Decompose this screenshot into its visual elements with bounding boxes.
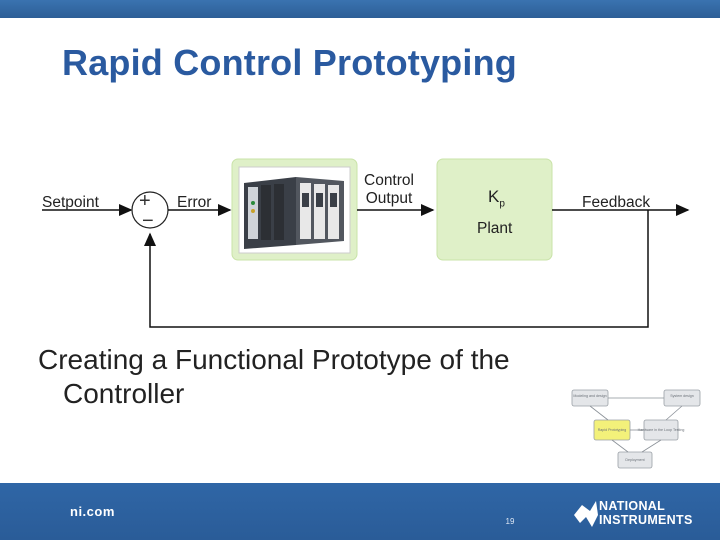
thumb-label-system: System design [670,394,694,398]
thumb-label-deploy: Deployment [625,458,644,462]
body-text: Creating a Functional Prototype of the C… [38,343,510,411]
footer-url[interactable]: ni.com [70,504,115,519]
feedback-path [144,210,649,328]
controller-hardware-image [238,166,351,254]
plant-label: Plant [477,220,513,237]
slide-title: Rapid Control Prototyping [62,42,517,83]
logo-line-2: INSTRUMENTS [599,513,693,527]
control-output-line1: Control [364,172,414,189]
body-line-1: Creating a Functional Prototype of the [38,344,510,375]
error-label: Error [177,194,212,211]
sum-minus-sign: − [142,210,154,232]
plant-gain-symbol: K [488,187,500,206]
thumb-node-modeling [571,389,609,407]
thumb-label-rapid: Rapid Prototyping [598,428,627,432]
footer-bar [0,483,720,540]
thumb-label-modeling: Modeling and design [573,394,606,398]
thumb-node-deploy [617,451,653,469]
ni-logo-text: NATIONAL INSTRUMENTS [599,499,693,527]
plant-gain: Kp [488,187,505,209]
control-output-line2: Output [365,190,413,207]
sum-plus-sign: + [139,190,151,212]
body-line-2: Controller [63,378,185,409]
feedback-label: Feedback [582,194,651,211]
top-bar [0,0,720,18]
page-number: 19 [505,517,515,526]
ni-eagle-icon [574,501,598,527]
control-output-label: Control Output [364,172,414,208]
plant-box [436,158,553,261]
design-process-thumbnail: Modeling and design System design Rapid … [571,389,701,469]
thumb-node-system [663,389,701,407]
logo-line-1: NATIONAL [599,499,666,513]
setpoint-label: Setpoint [42,194,99,211]
thumb-label-hil: Hardware in the Loop Testing [638,428,685,432]
plant-gain-subscript: p [499,198,505,210]
